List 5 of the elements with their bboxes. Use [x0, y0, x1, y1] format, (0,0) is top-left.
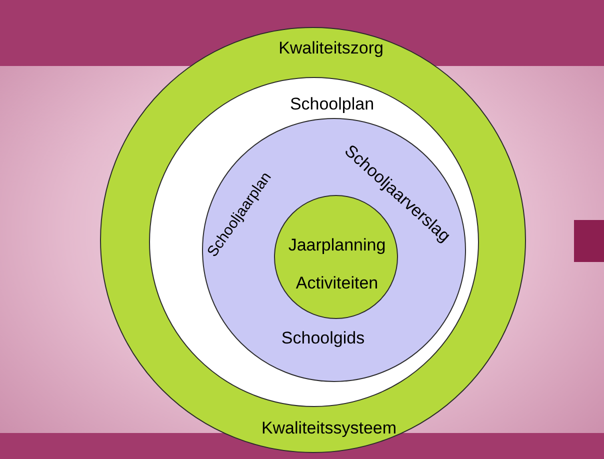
circle-label: Kwaliteitszorg	[278, 40, 384, 58]
circle-label: Schoolgids	[281, 330, 365, 348]
circle-label: Activiteiten	[296, 274, 378, 294]
circle-label: Kwaliteitssysteem	[261, 420, 397, 438]
circle-label: Schoolplan	[290, 96, 374, 114]
